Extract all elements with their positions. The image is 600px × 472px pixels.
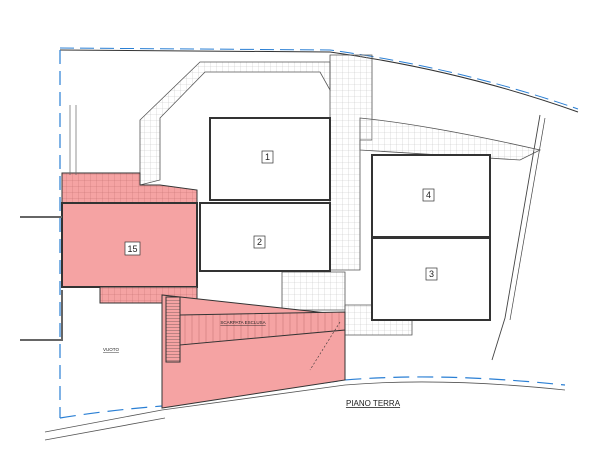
paved-areas [139,54,542,336]
excluded-slope-label: SCARPATA ESCLUSA [220,320,265,325]
room-label-4: 4 [426,190,431,200]
room-label-3: 3 [429,269,434,279]
room-label-2: 2 [257,237,262,247]
void-label: VUOTO [103,347,119,352]
stairs [165,296,181,363]
room-label-15: 15 [127,244,137,254]
room-labels: 1 2 3 4 15 [124,150,438,281]
site-boundary [44,47,579,441]
room-label-1: 1 [265,152,270,162]
excluded-slope-area [161,294,346,409]
adjacent-walls [20,105,77,341]
highlighted-unit [61,172,346,409]
floor-title: PIANO TERRA [346,399,401,408]
